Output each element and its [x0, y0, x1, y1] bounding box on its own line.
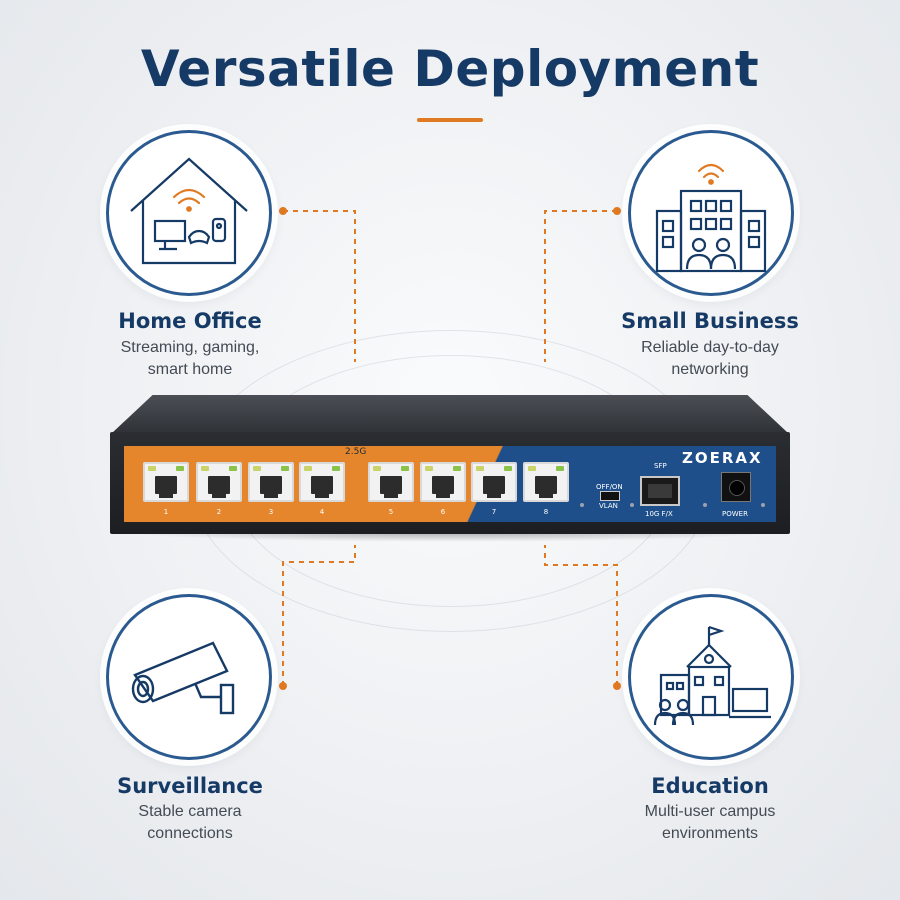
house-wifi-icon [130, 157, 248, 265]
status-led [703, 503, 707, 507]
office-building-icon [655, 163, 767, 273]
home-office-title: Home Office [118, 309, 262, 333]
port-number: 3 [268, 508, 274, 516]
ethernet-port [523, 462, 569, 502]
ethernet-port [420, 462, 466, 502]
home-office-circle [106, 130, 272, 296]
connector-surveillance [282, 545, 356, 686]
surveillance-circle [106, 594, 272, 760]
offon-label: OFF/ON [596, 483, 623, 491]
education-desc-line2: environments [661, 825, 759, 842]
ethernet-port [299, 462, 345, 502]
ethernet-port [143, 462, 189, 502]
brand-logo: ZOERAX [682, 449, 763, 467]
school-icon [653, 625, 771, 726]
sfp-port [640, 476, 680, 506]
small-business-desc: Reliable day-to-day networking [590, 337, 830, 381]
small-business-desc-line2: networking [671, 361, 749, 378]
ethernet-port [368, 462, 414, 502]
education-title: Education [651, 774, 769, 798]
status-led [630, 503, 634, 507]
education-circle [628, 594, 794, 760]
education-desc: Multi-user campus environments [590, 801, 830, 845]
port-number: 5 [388, 508, 394, 516]
power-jack [721, 472, 751, 502]
connector-small-business [544, 210, 617, 362]
connector-home-office [283, 210, 356, 362]
home-office-desc-line2: smart home [147, 361, 233, 378]
ethernet-port [471, 462, 517, 502]
status-led [761, 503, 765, 507]
port-number: 1 [163, 508, 169, 516]
title-underline [417, 118, 483, 122]
small-business-desc-line1: Reliable day-to-day [641, 339, 779, 356]
small-business-title: Small Business [621, 309, 799, 333]
switch-top [112, 395, 788, 433]
vlan-dip-switch[interactable] [600, 491, 620, 501]
security-camera-icon [131, 641, 235, 715]
power-label: POWER [722, 510, 748, 518]
ethernet-port [196, 462, 242, 502]
surveillance-desc-line2: connections [147, 825, 233, 842]
port-number: 2 [216, 508, 222, 516]
small-business-circle [628, 130, 794, 296]
home-office-desc: Streaming, gaming, smart home [70, 337, 310, 381]
home-office-desc-line1: Streaming, gaming, [120, 339, 260, 356]
connector-education [544, 545, 618, 686]
port-number: 7 [491, 508, 497, 516]
port-number: 4 [319, 508, 325, 516]
speed-label: 2.5G [345, 447, 367, 457]
surveillance-title: Surveillance [117, 774, 263, 798]
page-title: Versatile Deployment [140, 40, 760, 98]
status-led [580, 503, 584, 507]
sfp-label: SFP [654, 462, 667, 470]
sfp-speed-label: 10G F/X [645, 510, 673, 518]
surveillance-desc: Stable camera connections [70, 801, 310, 845]
surveillance-desc-line1: Stable camera [138, 803, 242, 820]
ethernet-port [248, 462, 294, 502]
vlan-label: VLAN [599, 502, 618, 510]
port-number: 8 [543, 508, 549, 516]
education-desc-line1: Multi-user campus [644, 803, 776, 820]
port-number: 6 [440, 508, 446, 516]
